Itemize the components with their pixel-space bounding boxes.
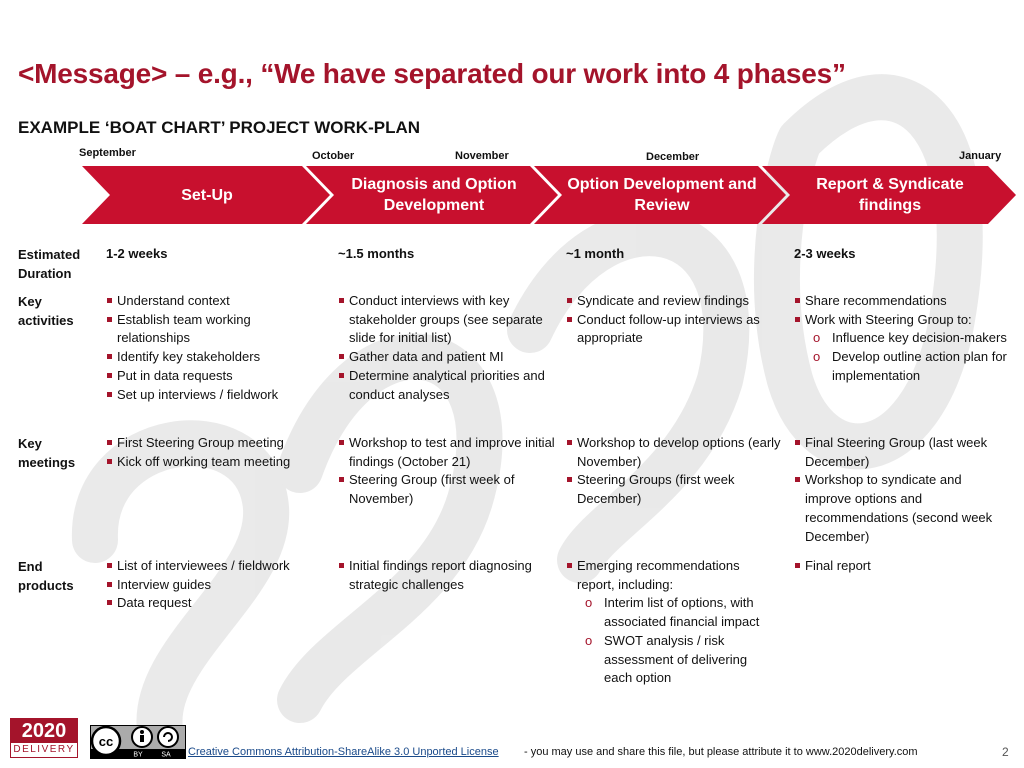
list-item: Data request [106, 594, 326, 613]
sub-list-item: SWOT analysis / risk assessment of deliv… [585, 632, 776, 688]
list-item: Put in data requests [106, 367, 326, 386]
sub-list-item: Influence key decision-makers [813, 329, 1016, 348]
phase-label-report: Report & Syndicate findings [816, 176, 964, 214]
meetings-setup: First Steering Group meeting Kick off wo… [106, 434, 328, 471]
logo-text-top: 2020 [11, 719, 77, 743]
list-item: Determine analytical priorities and cond… [338, 367, 558, 404]
list-item: Initial findings report diagnosing strat… [338, 557, 558, 594]
list-item: Interview guides [106, 576, 326, 595]
brand-logo: 2020 DELIVERY [10, 718, 78, 758]
list-item: Final Steering Group (last week December… [794, 434, 994, 471]
month-label-september: September [79, 147, 136, 159]
month-label-december: December [646, 151, 700, 163]
svg-text:cc: cc [99, 734, 113, 749]
sub-list-item: Interim list of options, with associated… [585, 594, 776, 631]
page-title: <Message> – e.g., “We have separated our… [18, 58, 846, 89]
chevron-setup [82, 166, 330, 224]
sub-list-item: Develop outline action plan for implemen… [813, 348, 1016, 385]
license-link[interactable]: Creative Commons Attribution-ShareAlike … [188, 746, 499, 758]
month-label-january: January [959, 150, 1002, 162]
chevron-review [534, 166, 786, 224]
list-item: Workshop to test and improve initial fin… [338, 434, 558, 471]
month-label-october: October [312, 150, 355, 162]
meetings-review: Workshop to develop options (early Novem… [566, 434, 786, 509]
row-label-products: End products [18, 559, 74, 593]
list-item: Kick off working team meeting [106, 453, 328, 472]
products-review: Emerging recommendations report, includi… [566, 557, 776, 688]
duration-diagnosis: ~1.5 months [338, 246, 415, 261]
logo-text-bottom: DELIVERY [13, 744, 75, 755]
duration-review: ~1 month [566, 246, 625, 261]
phase-label-diagnosis: Diagnosis and Option Development [351, 176, 517, 214]
row-label-meetings: Key meetings [18, 436, 76, 470]
list-item: Conduct interviews with key stakeholder … [338, 292, 558, 348]
list-item: Workshop to develop options (early Novem… [566, 434, 786, 471]
activities-review: Syndicate and review findings Conduct fo… [566, 292, 786, 348]
activities-report: Share recommendations Work with Steering… [794, 292, 1016, 386]
list-item: List of interviewees / fieldwork [106, 557, 326, 576]
chevron-diagnosis [306, 166, 558, 224]
activities-diagnosis: Conduct interviews with key stakeholder … [338, 292, 558, 404]
list-item: Conduct follow-up interviews as appropri… [566, 311, 786, 348]
list-item: Gather data and patient MI [338, 348, 558, 367]
list-item: Workshop to syndicate and improve option… [794, 471, 994, 546]
products-report: Final report [794, 557, 994, 576]
list-item: Establish team working relationships [106, 311, 326, 348]
list-item: Understand context [106, 292, 326, 311]
phase-label-review: Option Development and Review [567, 176, 757, 214]
duration-report: 2-3 weeks [794, 246, 856, 261]
list-item: Syndicate and review findings [566, 292, 786, 311]
list-item: Final report [794, 557, 994, 576]
activities-setup: Understand context Establish team workin… [106, 292, 326, 404]
row-label-duration: Estimated Duration [18, 247, 81, 281]
row-label-activities: Key activities [18, 294, 74, 328]
products-diagnosis: Initial findings report diagnosing strat… [338, 557, 558, 594]
meetings-report: Final Steering Group (last week December… [794, 434, 994, 546]
list-item: Steering Groups (first week December) [566, 471, 786, 508]
list-item: Share recommendations [794, 292, 1016, 311]
duration-setup: 1-2 weeks [106, 246, 168, 261]
page-number: 2 [1002, 745, 1009, 759]
creative-commons-badge-icon: cc BY SA [90, 725, 186, 759]
list-item: Identify key stakeholders [106, 348, 326, 367]
phase-label-setup: Set-Up [181, 186, 233, 204]
cc-sa-label: SA [161, 752, 171, 759]
products-setup: List of interviewees / fieldwork Intervi… [106, 557, 326, 613]
meetings-diagnosis: Workshop to test and improve initial fin… [338, 434, 558, 509]
list-item: Work with Steering Group to: [794, 311, 1016, 330]
cc-by-label: BY [133, 752, 143, 759]
license-attribution-text: - you may use and share this file, but p… [524, 746, 918, 758]
list-item: Steering Group (first week of November) [338, 471, 558, 508]
list-item: Set up interviews / fieldwork [106, 386, 326, 405]
page-subtitle: EXAMPLE ‘BOAT CHART’ PROJECT WORK-PLAN [18, 118, 421, 137]
list-item: First Steering Group meeting [106, 434, 328, 453]
list-item: Emerging recommendations report, includi… [566, 557, 776, 594]
month-label-november: November [455, 150, 509, 162]
